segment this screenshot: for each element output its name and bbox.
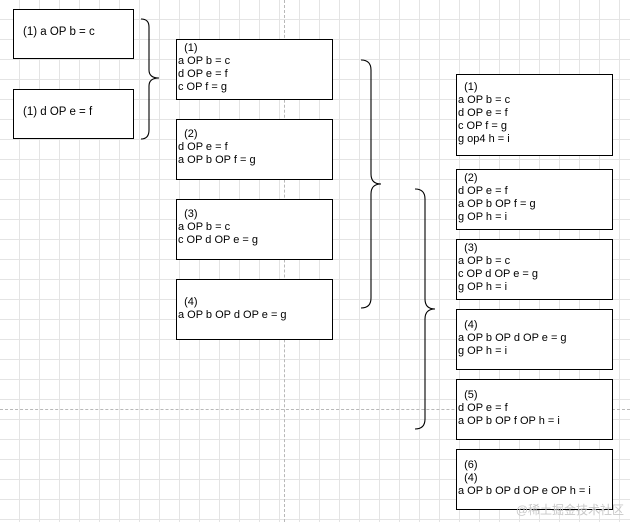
box-line: (5) bbox=[458, 389, 478, 401]
box-line: (2) bbox=[178, 128, 198, 140]
box-line: g op4 h = i bbox=[458, 133, 510, 145]
box-line: c OP d OP e = g bbox=[178, 234, 259, 246]
stage2-box-3: (3) a OP b = c c OP d OP e = g bbox=[176, 199, 333, 260]
stage3-box-5: (5) d OP e = f a OP b OP f OP h = i bbox=[456, 379, 613, 440]
stage3-box-6: (6) (4) a OP b OP d OP e OP h = i bbox=[456, 449, 613, 510]
box-line: d OP e = f bbox=[458, 402, 508, 414]
box-line: (6) bbox=[458, 459, 478, 471]
stage2-box-2: (2) d OP e = f a OP b OP f = g bbox=[176, 119, 333, 180]
box-line: (2) bbox=[458, 172, 478, 184]
box-line: g OP h = i bbox=[458, 211, 508, 223]
box-line: d OP e = f bbox=[178, 141, 228, 153]
box-line: a OP b = c bbox=[178, 55, 231, 67]
box-line: (4) bbox=[458, 319, 478, 331]
watermark: @稀土掘金技术社区 bbox=[515, 503, 624, 517]
horizontal-guide-line bbox=[0, 409, 630, 410]
vertical-guide-line bbox=[284, 0, 285, 522]
box-line: d OP e = f bbox=[458, 185, 508, 197]
box-line: a OP b = c bbox=[458, 94, 511, 106]
stage1-box-2: (1) d OP e = f bbox=[13, 89, 134, 139]
box-line: g OP h = i bbox=[458, 345, 508, 357]
stage2-box-1: (1) a OP b = c d OP e = f c OP f = g bbox=[176, 39, 333, 100]
brace-stage3 bbox=[414, 188, 436, 430]
box-line: (4) bbox=[178, 296, 198, 308]
stage1-box-1: (1) a OP b = c bbox=[13, 9, 134, 59]
box-line: (1) bbox=[178, 42, 198, 54]
box-line: g OP h = i bbox=[458, 281, 508, 293]
box-line: a OP b = c bbox=[458, 255, 511, 267]
box-line: (1) bbox=[458, 81, 478, 93]
box-line: c OP d OP e = g bbox=[458, 268, 539, 280]
stage3-box-1: (1) a OP b = c d OP e = f c OP f = g g o… bbox=[456, 74, 613, 156]
box-line: a OP b OP f = g bbox=[178, 154, 256, 166]
box-line: c OP f = g bbox=[178, 81, 228, 93]
stage2-box-4: (4) a OP b OP d OP e = g bbox=[176, 279, 333, 340]
box-line: (3) bbox=[178, 208, 198, 220]
brace-stage1 bbox=[140, 18, 160, 140]
box-line: (3) bbox=[458, 242, 478, 254]
box-line: a OP b OP f = g bbox=[458, 198, 536, 210]
box-line: (1) a OP b = c bbox=[23, 26, 95, 38]
box-line: a OP b OP d OP e = g bbox=[458, 332, 567, 344]
box-line: d OP e = f bbox=[458, 107, 508, 119]
box-line: a OP b OP f OP h = i bbox=[458, 415, 560, 427]
box-line: (1) d OP e = f bbox=[23, 106, 93, 118]
stage3-box-3: (3) a OP b = c c OP d OP e = g g OP h = … bbox=[456, 239, 613, 300]
box-line: a OP b OP d OP e = g bbox=[178, 309, 287, 321]
box-line: a OP b = c bbox=[178, 221, 231, 233]
box-line: d OP e = f bbox=[178, 68, 228, 80]
stage3-box-4: (4) a OP b OP d OP e = g g OP h = i bbox=[456, 309, 613, 370]
box-line: c OP f = g bbox=[458, 120, 508, 132]
stage3-box-2: (2) d OP e = f a OP b OP f = g g OP h = … bbox=[456, 169, 613, 230]
box-line: a OP b OP d OP e OP h = i bbox=[458, 485, 591, 497]
box-line: (4) bbox=[458, 472, 478, 484]
brace-stage2 bbox=[360, 59, 382, 309]
